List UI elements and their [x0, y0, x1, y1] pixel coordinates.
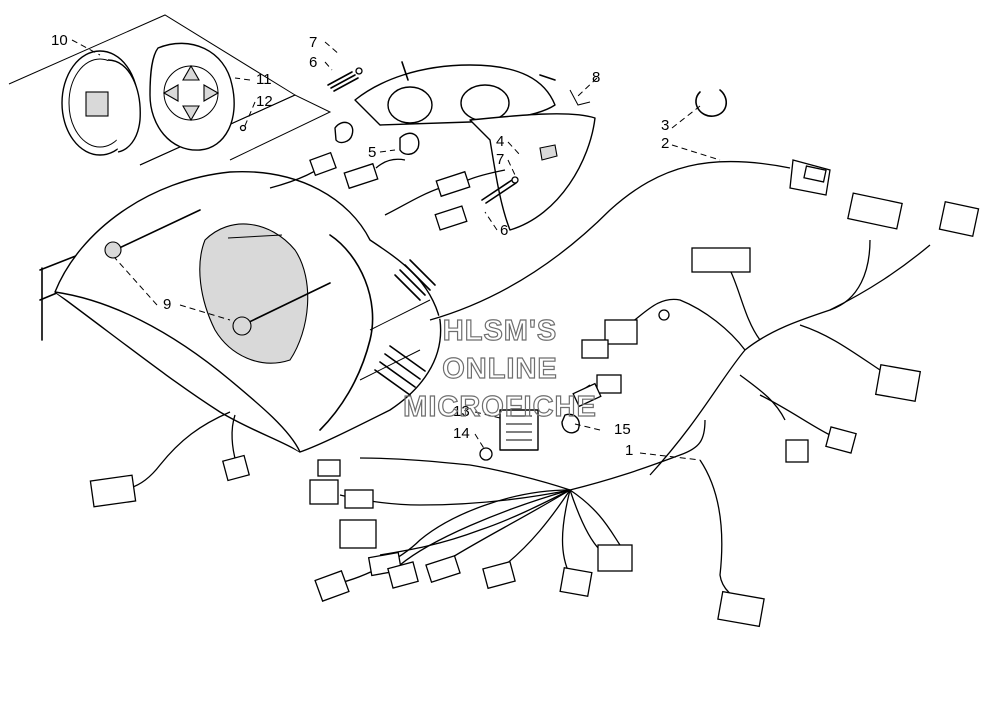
callout-1: 1 [625, 442, 633, 459]
lamp-pigtail-upper [269, 151, 406, 190]
watermark-line-3: MICROFICHE [403, 391, 597, 423]
callout-9: 9 [163, 296, 171, 313]
lamp-lens [469, 89, 596, 231]
callout-2: 2 [661, 135, 669, 152]
watermark-line-1: HLSM'S [443, 315, 557, 347]
headlight-bolt-lower [232, 282, 331, 336]
callout-15: 15 [614, 421, 631, 438]
bulb-and-socket-lower [481, 176, 519, 204]
callout-6-lower: 6 [500, 222, 508, 239]
vent-louvers [374, 259, 436, 396]
watermark-line-2: ONLINE [442, 353, 558, 385]
harness-lead-2 [429, 159, 831, 322]
headlight-bolt-upper [104, 209, 201, 259]
callout-13: 13 [453, 403, 470, 420]
callout-3: 3 [661, 117, 669, 134]
callout-7-upper: 7 [309, 34, 317, 51]
front-fender-body [54, 170, 442, 453]
callout-5: 5 [368, 144, 376, 161]
bulb-and-socket-upper [327, 67, 420, 155]
main-harness-1 [309, 419, 706, 602]
callout-4: 4 [496, 133, 504, 150]
callout-14: 14 [453, 425, 470, 442]
callout-10: 10 [51, 32, 68, 49]
lamp-pigtail-lower [384, 169, 506, 231]
harness-clip [695, 89, 727, 117]
watermark: HLSM'S ONLINE MICROFICHE [403, 314, 597, 423]
headlight-harness [89, 411, 251, 508]
tail-lamp-housing [354, 61, 556, 126]
callout-8: 8 [592, 69, 600, 86]
screw-12 [239, 124, 247, 132]
right-harness-branch [581, 192, 980, 628]
callout-6-upper: 6 [309, 54, 317, 71]
callout-11: 11 [256, 71, 272, 88]
callout-numbers: 10 11 12 7 6 8 3 2 4 5 7 6 9 13 14 15 1 [51, 32, 669, 459]
regulator-module [479, 382, 602, 461]
callout-12: 12 [256, 93, 273, 110]
callout-7-lower: 7 [496, 151, 504, 168]
leader-lines [71, 39, 721, 461]
gauge-housing [149, 42, 235, 151]
speedometer-gauge [61, 50, 141, 156]
